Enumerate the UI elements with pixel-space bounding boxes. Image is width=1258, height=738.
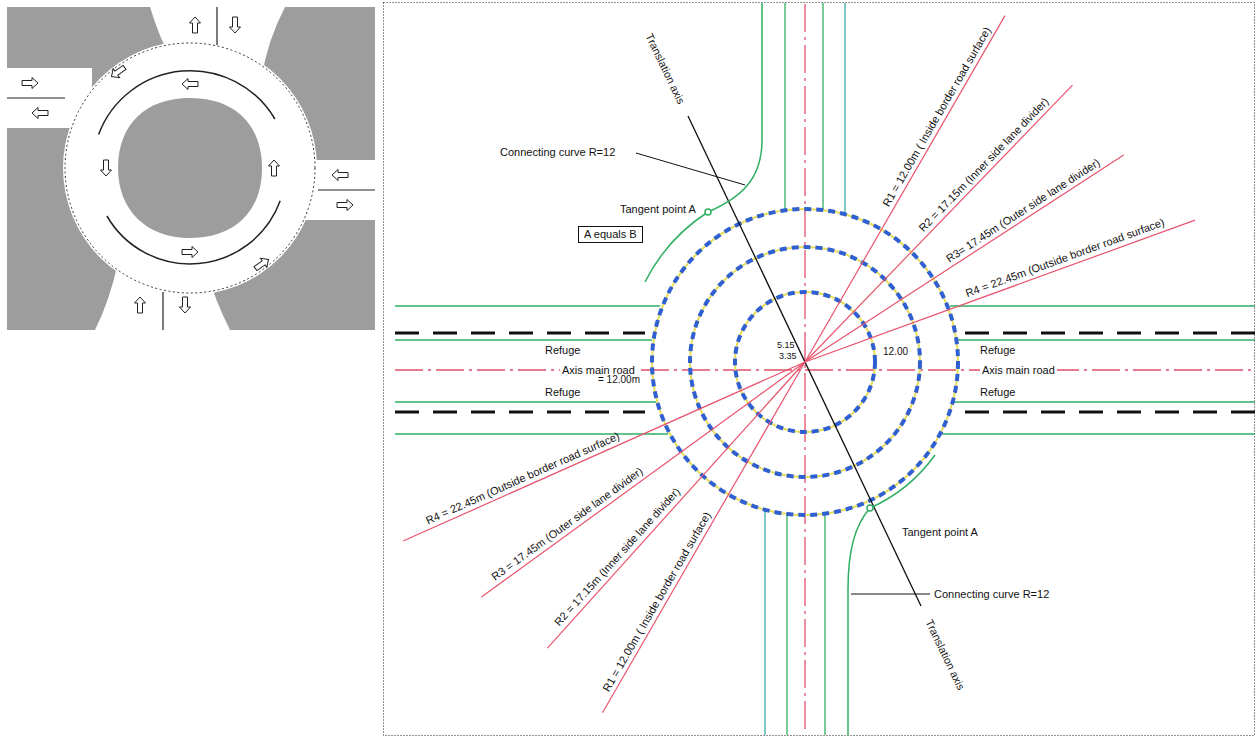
refuge-label: Refuge: [980, 344, 1015, 357]
tangent-point: [867, 505, 873, 511]
curve-label: Connecting curve R=12: [500, 146, 615, 159]
dimension-label: = 12.00m: [598, 373, 640, 386]
note-box: A equals B: [578, 226, 643, 243]
road-edge-lines: [395, 3, 1255, 735]
dimension-label: 3.35: [779, 351, 797, 362]
axis-label: Translation axis: [643, 31, 688, 106]
refuge-label: Refuge: [980, 386, 1015, 399]
lane-dashes: [395, 333, 1255, 412]
tangent-point: [705, 209, 711, 215]
connecting-curves: [645, 3, 935, 735]
radius-label: R1 = 12.00m ( Inside border road surface…: [600, 510, 714, 694]
radius-rays: [403, 16, 1195, 713]
drawing-frame: [384, 3, 1255, 736]
axis-label: Axis main road: [980, 364, 1057, 377]
curve-label: Connecting curve R=12: [934, 588, 1049, 601]
road-axes: [395, 4, 1255, 734]
axis-label: Translation axis: [923, 617, 968, 692]
tangent-label: Tangent point A: [902, 526, 978, 539]
leader-lines: [636, 153, 930, 594]
dimension-label: 5.15: [777, 340, 795, 351]
note-text: A equals B: [584, 228, 637, 241]
refuge-label: Refuge: [545, 344, 580, 357]
dimension-label: 12.00: [883, 345, 908, 358]
tangent-label: Tangent point A: [620, 203, 696, 216]
turbo-roundabout-sketch: [7, 7, 375, 330]
refuge-label: Refuge: [545, 386, 580, 399]
